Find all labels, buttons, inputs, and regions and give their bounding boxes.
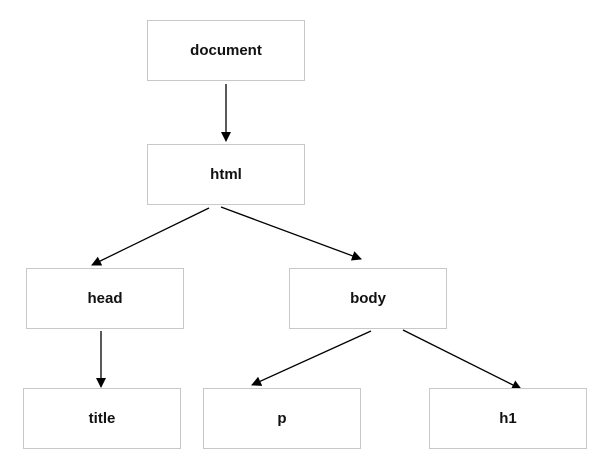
node-p: p	[203, 388, 361, 449]
node-document: document	[147, 20, 305, 81]
node-h1: h1	[429, 388, 587, 449]
node-head-label: head	[87, 290, 123, 307]
node-title: title	[23, 388, 181, 449]
node-body: body	[289, 268, 447, 329]
node-document-label: document	[190, 42, 262, 59]
edge-body-p	[251, 330, 372, 386]
node-head: head	[26, 268, 184, 329]
node-p-label: p	[277, 410, 287, 427]
edge-body-h1	[402, 329, 522, 390]
node-html: html	[147, 144, 305, 205]
node-body-label: body	[350, 290, 386, 307]
edge-html-head	[91, 207, 210, 266]
node-title-label: title	[88, 410, 116, 427]
edge-html-body	[220, 206, 362, 261]
node-h1-label: h1	[499, 410, 517, 427]
node-html-label: html	[210, 166, 242, 183]
